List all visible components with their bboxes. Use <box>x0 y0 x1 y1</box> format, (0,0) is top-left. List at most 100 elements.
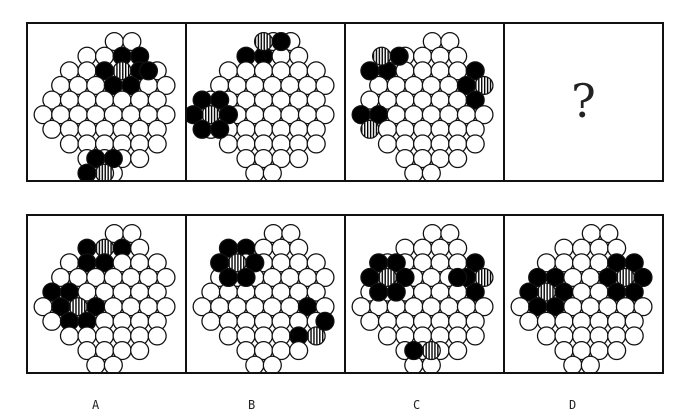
black-circle <box>389 46 409 66</box>
white-circle <box>607 340 627 361</box>
striped-circle <box>474 267 494 288</box>
white-circle <box>624 326 644 346</box>
white-circle <box>377 326 398 346</box>
black-circle <box>271 31 291 52</box>
option-c-pattern <box>351 223 494 372</box>
white-circle <box>465 326 485 346</box>
white-circle <box>218 326 239 346</box>
white-circle <box>122 31 142 52</box>
black-circle <box>315 311 335 331</box>
black-circle <box>386 282 406 302</box>
white-circle <box>201 311 221 331</box>
black-circle <box>218 267 239 288</box>
option-c-cell[interactable] <box>346 216 505 372</box>
black-circle <box>192 119 212 139</box>
option-a-cell[interactable] <box>28 216 187 372</box>
options-row <box>26 214 664 374</box>
option-label-b[interactable]: B <box>248 398 256 412</box>
option-label-d[interactable]: D <box>569 398 577 412</box>
white-circle <box>440 223 460 244</box>
white-circle <box>306 282 326 302</box>
white-circle <box>281 223 301 244</box>
question-cell-2 <box>187 24 346 180</box>
black-circle <box>465 282 485 302</box>
white-circle <box>306 90 326 110</box>
white-circle <box>440 31 460 52</box>
white-circle <box>156 105 176 125</box>
white-circle <box>580 355 600 372</box>
question-cell-1 <box>28 24 187 180</box>
black-circle <box>404 340 424 361</box>
striped-circle <box>421 340 441 361</box>
white-circle <box>289 148 309 169</box>
black-circle <box>187 105 203 125</box>
white-circle <box>360 311 380 331</box>
option-b-cell[interactable] <box>187 216 346 372</box>
white-circle <box>59 134 80 154</box>
white-circle <box>103 355 123 372</box>
white-circle <box>306 253 326 273</box>
black-circle <box>386 253 406 273</box>
white-circle <box>147 282 167 302</box>
black-circle <box>465 90 485 110</box>
striped-circle <box>360 119 380 139</box>
white-circle <box>147 134 167 154</box>
white-circle <box>563 355 583 372</box>
white-circle <box>315 75 335 96</box>
striped-circle <box>253 31 274 52</box>
white-circle <box>122 223 142 244</box>
black-circle <box>360 61 380 81</box>
white-circle <box>474 105 494 125</box>
white-circle <box>156 267 176 288</box>
option-labels: A B C D <box>26 398 664 412</box>
circle-pattern-3 <box>351 31 494 180</box>
white-circle <box>289 340 309 361</box>
white-circle <box>474 297 494 317</box>
black-circle <box>369 282 389 302</box>
black-circle <box>395 267 415 288</box>
striped-circle <box>474 75 494 96</box>
white-circle <box>448 148 468 169</box>
white-circle <box>156 75 176 96</box>
white-circle <box>262 163 282 180</box>
black-circle <box>103 148 123 169</box>
white-circle <box>147 326 167 346</box>
option-a-pattern <box>33 223 176 372</box>
option-label-c[interactable]: C <box>413 398 421 412</box>
white-circle <box>465 134 485 154</box>
white-circle <box>245 355 265 372</box>
circle-pattern-2 <box>187 31 335 180</box>
question-mark: ? <box>571 74 596 128</box>
question-cell-3 <box>346 24 505 180</box>
black-circle <box>624 253 644 273</box>
black-circle <box>245 253 265 273</box>
black-circle <box>210 90 230 110</box>
white-circle <box>377 134 398 154</box>
white-circle <box>156 297 176 317</box>
white-circle <box>519 311 539 331</box>
option-d-cell[interactable] <box>505 216 662 372</box>
black-circle <box>218 105 239 125</box>
white-circle <box>599 223 619 244</box>
white-circle <box>306 61 326 81</box>
white-circle <box>147 253 167 273</box>
white-circle <box>42 311 62 331</box>
black-circle <box>210 119 230 139</box>
option-label-a[interactable]: A <box>92 398 100 412</box>
black-circle <box>465 253 485 273</box>
black-circle <box>138 61 159 81</box>
black-circle <box>624 282 644 302</box>
white-circle <box>245 163 265 180</box>
white-circle <box>147 90 167 110</box>
white-circle <box>404 163 424 180</box>
question-row: ? <box>26 22 664 182</box>
white-circle <box>262 355 282 372</box>
white-circle <box>306 134 326 154</box>
white-circle <box>421 163 441 180</box>
white-circle <box>315 267 335 288</box>
white-circle <box>42 119 62 139</box>
white-circle <box>59 326 80 346</box>
option-b-pattern <box>192 223 335 372</box>
striped-circle <box>371 46 392 66</box>
black-circle <box>633 267 653 288</box>
